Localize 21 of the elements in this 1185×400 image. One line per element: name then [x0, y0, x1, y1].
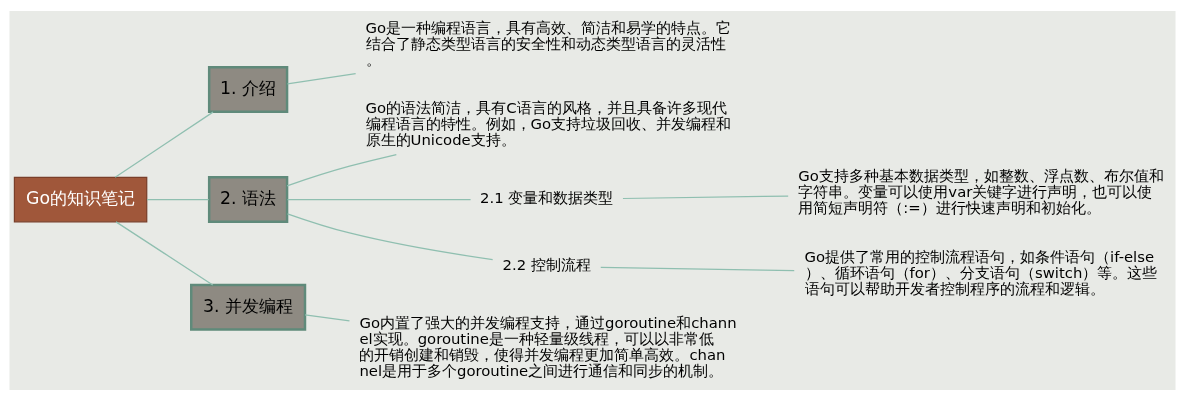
connector [304, 313, 351, 322]
connector [286, 198, 472, 200]
connector [286, 212, 494, 260]
node-box: 3. 并发编程 [190, 283, 307, 331]
connector [286, 72, 357, 84]
node-text: Go是一种编程语言，具有高效、简洁和易学的特点。它结合了静态类型语言的安全性和动态类型语言的灵活性。 [365, 18, 732, 68]
connector [114, 111, 214, 178]
connector [600, 266, 795, 271]
node-box: 1. 介绍 [207, 65, 289, 113]
node-text: Go的语法简洁，具有C语言的风格，并且具备许多现代编程语言的特性。例如，Go支持垃圾回收、并发编程和原生的Unicode支持。 [365, 98, 732, 148]
node-text: 2.1 变量和数据类型 [480, 188, 614, 206]
node-text: Go内置了强大的并发编程支持，通过goroutine和channel实现。goroutine是一种轻量级线程，可以以非常低的开销创建和销毁，使得并发编程更加简单高效。channel是用于多个goroutine之间进行通信和同步的机制。 [359, 313, 737, 379]
node-text: 2.2 控制流程 [502, 255, 591, 273]
connector [115, 220, 214, 285]
connector [622, 195, 789, 199]
connector [146, 198, 210, 200]
connector [286, 153, 397, 186]
node-text: Go提供了常用的控制流程语句，如条件语句（if-else）、循环语句（for）、分支语句（switch）等。这些语句可以帮助开发者控制程序的流程和逻辑。 [804, 247, 1158, 297]
node-text: Go支持多种基本数据类型，如整数、浮点数、布尔值和字符串。变量可以使用var关键字进行声明，也可以使用简短声明符（:=）进行快速声明和初始化。 [798, 166, 1164, 216]
node-box: Go的知识笔记 [13, 176, 148, 222]
node-box: 2. 语法 [207, 175, 289, 223]
